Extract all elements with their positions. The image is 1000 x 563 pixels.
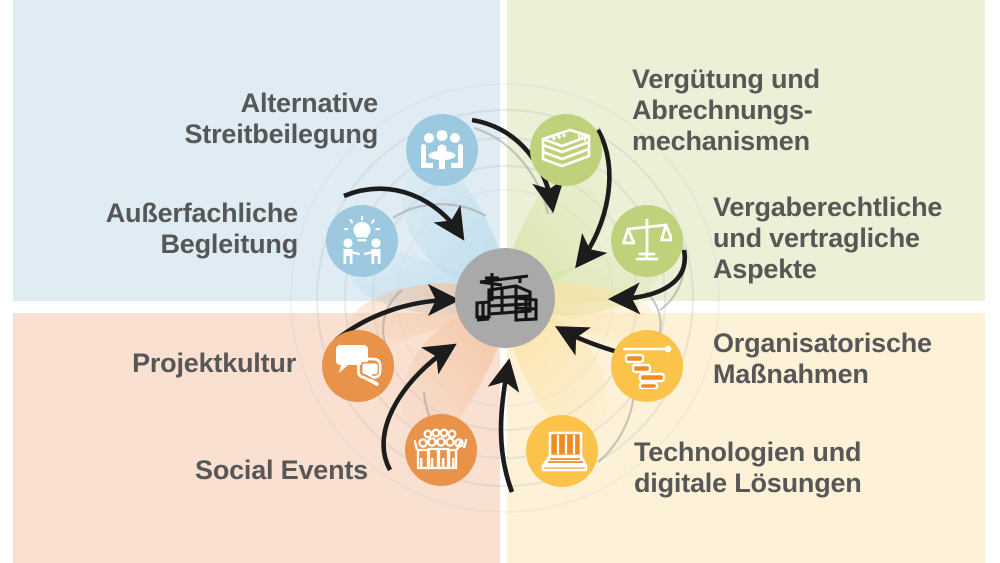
badge-vergaberechtliche-aspekte[interactable] xyxy=(611,205,683,277)
label-vergaberechtliche-aspekte: Vergaberechtliche und vertragliche Aspek… xyxy=(713,192,943,284)
badge-ausserfachliche-begleitung[interactable] xyxy=(326,205,398,277)
label-organisatorische-massnahmen: Organisatorische Maßnahmen xyxy=(713,328,932,389)
badge-alternative-streitbeilegung[interactable] xyxy=(406,114,478,186)
center-hub xyxy=(455,248,555,348)
label-alternative-streitbeilegung: Alternative Streitbeilegung xyxy=(184,88,378,149)
laptop-icon xyxy=(536,429,588,473)
gantt-chart-icon xyxy=(621,343,673,389)
label-technologien-digitale-loesungen: Technologien und digitale Lösungen xyxy=(634,437,862,498)
label-ausserfachliche-begleitung: Außerfachliche Begleitung xyxy=(105,198,298,259)
label-projektkultur: Projektkultur xyxy=(132,348,296,378)
construction-site-crane-icon xyxy=(468,267,542,329)
scales-of-justice-icon xyxy=(622,216,672,266)
badge-organisatorische-massnahmen[interactable] xyxy=(611,330,683,402)
two-people-lightbulb-icon xyxy=(337,216,387,266)
badge-projektkultur[interactable] xyxy=(322,330,394,402)
badge-social-events[interactable] xyxy=(405,414,477,486)
badge-technologien-digitale-loesungen[interactable] xyxy=(526,415,598,487)
people-around-table-icon xyxy=(417,125,467,175)
label-social-events: Social Events xyxy=(195,455,368,485)
banknotes-100-icon xyxy=(540,126,592,174)
badge-verguetung-abrechnung[interactable] xyxy=(530,114,602,186)
crowd-of-people-icon xyxy=(414,428,468,472)
label-verguetung-abrechnung: Vergütung und Abrechnungs- mechanismen xyxy=(632,64,820,156)
speech-bubbles-icon xyxy=(332,344,384,388)
